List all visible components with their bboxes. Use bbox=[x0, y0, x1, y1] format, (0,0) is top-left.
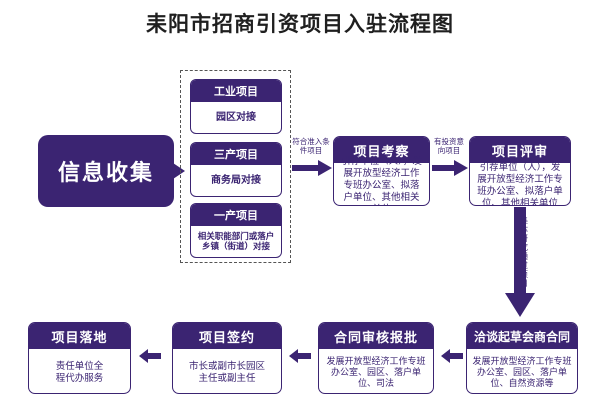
arrow-to-inspect bbox=[292, 160, 332, 176]
step-contract-review-body: 发展开放型经济工作专班办公室、园区、落户单位、司法 bbox=[326, 356, 426, 389]
label-collective-review: 集体研究通过项目 bbox=[520, 216, 528, 288]
group-primary-body: 相关职能部门或落户乡镇（街道）对接 bbox=[197, 231, 275, 252]
step-contract-review: 合同审核报批 发展开放型经济工作专班办公室、园区、落户单位、司法 bbox=[318, 322, 434, 394]
info-collect-box: 信息收集 bbox=[38, 135, 174, 207]
step-sign: 项目签约 市长或副市长园区主任或副主任 bbox=[172, 322, 282, 394]
step-evaluate: 项目评审 引荐单位（人），发展开放型经济工作专班办公室、拟落户单位、其他相关单位 bbox=[469, 136, 571, 206]
group-primary: 一产项目 相关职能部门或落户乡镇（街道）对接 bbox=[190, 203, 282, 258]
arrow-to-negotiate bbox=[505, 207, 535, 317]
arrow-to-evaluate bbox=[432, 160, 468, 176]
group-industrial: 工业项目 园区对接 bbox=[190, 79, 282, 134]
step-landing-header: 项目落地 bbox=[29, 323, 130, 349]
group-industrial-header: 工业项目 bbox=[191, 80, 281, 102]
project-type-group bbox=[180, 70, 291, 263]
step-contract-review-header: 合同审核报批 bbox=[319, 323, 433, 349]
step-inspect-body: 引荐单位（人），发展开放型经济工作专班办公室、拟落户单位、其他相关单位 bbox=[341, 156, 422, 205]
group-industrial-body: 园区对接 bbox=[216, 111, 256, 123]
group-tertiary-body: 商务局对接 bbox=[211, 174, 261, 186]
step-landing-body: 责任单位全程代办服务 bbox=[55, 361, 104, 384]
arrow-to-landing bbox=[139, 349, 161, 363]
arrow-to-sign bbox=[289, 349, 311, 363]
arrow-to-groups bbox=[173, 163, 185, 179]
step-landing: 项目落地 责任单位全程代办服务 bbox=[28, 322, 131, 394]
group-tertiary-header: 三产项目 bbox=[191, 143, 281, 165]
label-has-intent: 有投资意向项目 bbox=[434, 137, 464, 155]
step-sign-body: 市长或副市长园区主任或副主任 bbox=[188, 361, 265, 384]
step-evaluate-body: 引荐单位（人），发展开放型经济工作专班办公室、拟落户单位、其他相关单位 bbox=[477, 162, 563, 206]
page-title: 耒阳市招商引资项目入驻流程图 bbox=[146, 11, 454, 36]
step-negotiate-header: 洽谈起草会商合同 bbox=[467, 323, 577, 349]
step-inspect-header: 项目考察 bbox=[334, 137, 429, 163]
label-meet-conditions: 符合准入条件项目 bbox=[292, 137, 330, 155]
group-tertiary: 三产项目 商务局对接 bbox=[190, 142, 282, 197]
step-sign-header: 项目签约 bbox=[173, 323, 281, 349]
step-negotiate-body: 发展开放型经济工作专班办公室、园区、落户单位、自然资源等 bbox=[472, 356, 572, 389]
arrow-to-contract-review bbox=[441, 349, 463, 363]
group-primary-header: 一产项目 bbox=[191, 204, 281, 226]
step-inspect: 项目考察 引荐单位（人），发展开放型经济工作专班办公室、拟落户单位、其他相关单位 bbox=[333, 136, 430, 206]
step-negotiate: 洽谈起草会商合同 发展开放型经济工作专班办公室、园区、落户单位、自然资源等 bbox=[466, 322, 578, 394]
step-evaluate-header: 项目评审 bbox=[470, 137, 570, 163]
